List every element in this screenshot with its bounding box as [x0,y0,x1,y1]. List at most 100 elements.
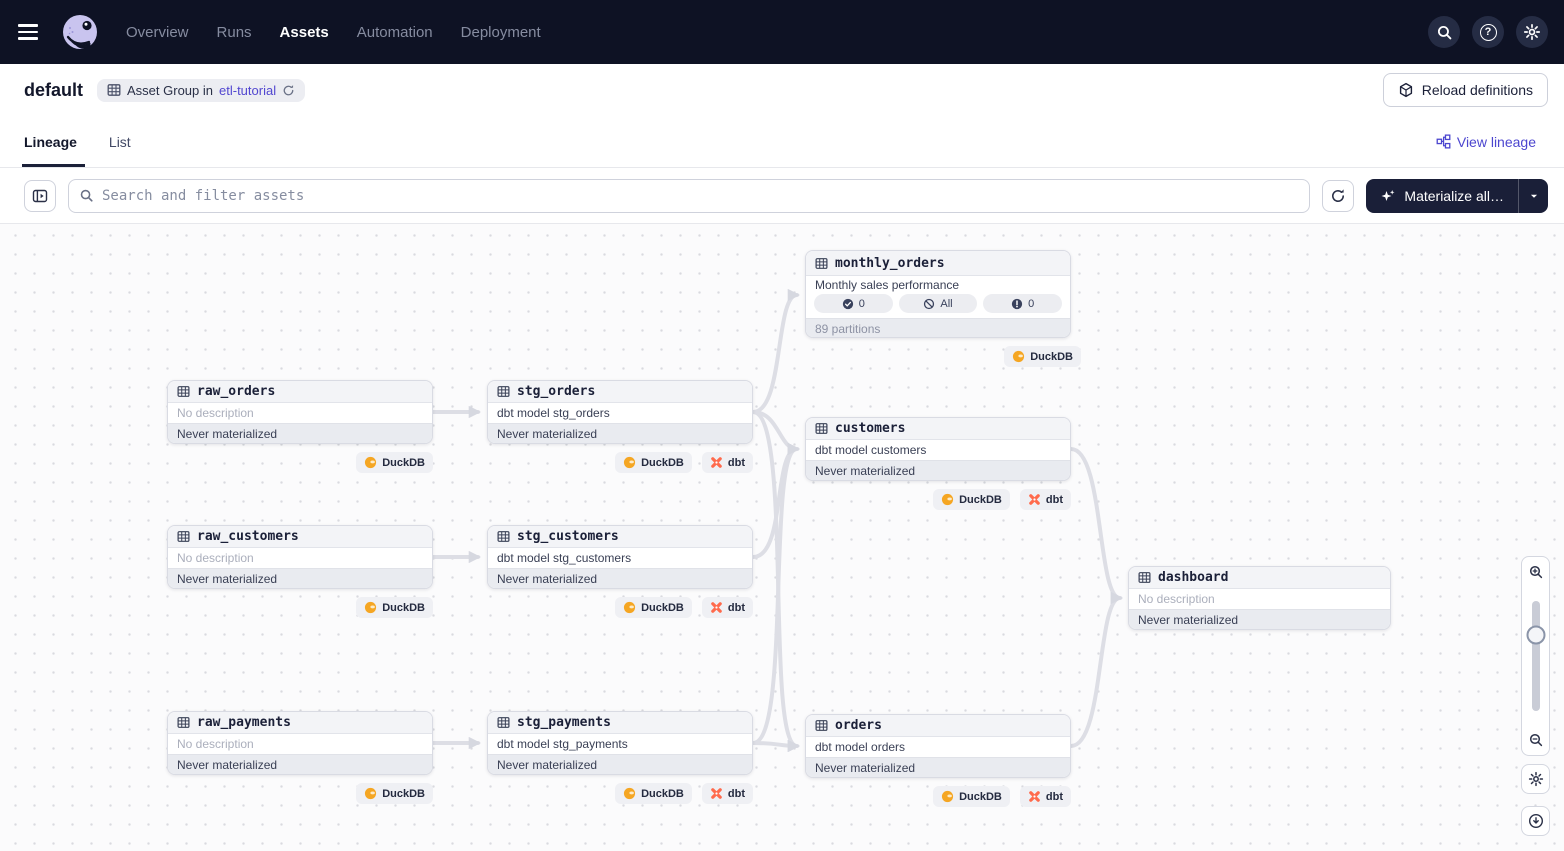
asset-node-stg-payments[interactable]: stg_payments dbt model stg_payments Neve… [487,711,753,775]
duckdb-icon [364,456,377,469]
view-lineage-link[interactable]: View lineage [1436,134,1536,150]
asset-node-monthly-orders[interactable]: monthly_orders Monthly sales performance… [805,250,1071,338]
table-icon [177,385,190,398]
lineage-graph-canvas[interactable]: monthly_orders Monthly sales performance… [0,224,1564,851]
kind-tag-duckdb[interactable]: DuckDB [933,786,1010,807]
asset-title: customers [835,421,906,436]
search-icon [79,188,94,203]
kind-tag-dbt[interactable]: dbt [1019,489,1071,510]
table-icon [1138,571,1151,584]
asset-description: No description [177,406,254,420]
nav-item-deployment[interactable]: Deployment [460,23,541,41]
table-icon [815,719,828,732]
asset-title: orders [835,718,882,733]
table-icon [497,716,510,729]
exclaim-circle-icon [1011,298,1023,310]
kind-tag-duckdb[interactable]: DuckDB [933,489,1010,510]
duckdb-icon [364,787,377,800]
kind-tag-dbt[interactable]: dbt [1019,786,1071,807]
asset-node-raw-payments[interactable]: raw_payments No description Never materi… [167,711,433,775]
kind-tag-duckdb[interactable]: DuckDB [615,597,692,618]
graph-toolbar: Materialize all… [0,168,1564,224]
kind-tag-duckdb[interactable]: DuckDB [356,783,433,804]
materialized-count-pill[interactable]: 0 [814,294,893,313]
nav-item-automation[interactable]: Automation [356,23,433,41]
kind-tag-dbt[interactable]: dbt [701,452,753,473]
dbt-icon [710,787,723,800]
zoom-in-icon[interactable] [1522,557,1549,587]
dbt-icon [710,456,723,469]
duckdb-icon [623,601,636,614]
tabs-row: Lineage List View lineage [0,116,1564,168]
asset-node-orders[interactable]: orders dbt model orders Never materializ… [805,714,1071,778]
materialize-all-main[interactable]: Materialize all… [1366,179,1518,213]
materialize-dropdown-caret[interactable] [1518,178,1548,213]
duckdb-icon [364,601,377,614]
settings-gear-icon[interactable] [1516,16,1548,48]
kind-tag-duckdb[interactable]: DuckDB [615,783,692,804]
asset-title: raw_customers [197,529,299,544]
nav-item-assets[interactable]: Assets [279,23,329,41]
kind-tag-duckdb[interactable]: DuckDB [1004,346,1081,367]
badge-refresh-icon[interactable] [282,84,295,97]
kind-tag-duckdb[interactable]: DuckDB [615,452,692,473]
zoom-slider-handle[interactable] [1526,625,1545,645]
kind-tag-dbt[interactable]: dbt [701,783,753,804]
asset-node-raw-orders[interactable]: raw_orders No description Never material… [167,380,433,444]
nav-item-overview[interactable]: Overview [126,23,189,41]
table-icon [497,530,510,543]
asset-description: dbt model stg_payments [497,737,628,751]
asset-title: monthly_orders [835,255,945,271]
asset-description: No description [177,737,254,751]
search-icon[interactable] [1428,16,1460,48]
failed-partitions-pill[interactable]: 0 [983,294,1063,313]
asset-node-stg-customers[interactable]: stg_customers dbt model stg_customers Ne… [487,525,753,589]
kind-tag-duckdb[interactable]: DuckDB [356,597,433,618]
refresh-assets-button[interactable] [1322,179,1355,212]
slash-circle-icon [923,298,935,310]
code-location-link[interactable]: etl-tutorial [219,82,277,98]
tab-list[interactable]: List [108,133,131,150]
open-sidebar-panel-button[interactable] [24,179,56,212]
download-graph-icon[interactable] [1521,806,1550,836]
asset-title: stg_customers [517,529,619,544]
duckdb-icon [941,493,954,506]
asset-node-stg-orders[interactable]: stg_orders dbt model stg_orders Never ma… [487,380,753,444]
asset-status: Never materialized [806,757,1070,777]
graph-settings-gear-icon[interactable] [1521,764,1550,794]
zoom-out-icon[interactable] [1522,725,1549,755]
zoom-slider[interactable] [1522,587,1549,725]
asset-description: Monthly sales performance [815,277,960,292]
asset-status: Never materialized [488,568,752,588]
asset-title: raw_payments [197,715,291,730]
table-icon [497,385,510,398]
table-icon [177,530,190,543]
top-nav: Overview Runs Assets Automation Deployme… [0,0,1564,64]
dagster-logo-icon[interactable] [60,12,100,52]
asset-search-bar [68,178,1311,213]
asset-node-raw-customers[interactable]: raw_customers No description Never mater… [167,525,433,589]
sparkle-icon [1380,188,1396,204]
lineage-graph-icon [1436,134,1451,149]
asset-group-icon [107,83,121,97]
nav-item-runs[interactable]: Runs [216,23,252,41]
asset-node-dashboard[interactable]: dashboard No description Never materiali… [1128,566,1391,630]
asset-status: Never materialized [168,568,432,588]
asset-description: No description [177,551,254,565]
missing-partitions-pill[interactable]: All [898,294,978,313]
menu-icon[interactable] [16,14,52,50]
kind-tag-dbt[interactable]: dbt [701,597,753,618]
asset-status: Never materialized [488,423,752,443]
page-header: default Asset Group in etl-tutorial Relo… [0,64,1564,116]
help-icon[interactable]: ? [1472,16,1504,48]
tab-lineage[interactable]: Lineage [22,116,85,167]
search-input[interactable] [102,187,1300,204]
nav-items: Overview Runs Assets Automation Deployme… [126,24,541,41]
duckdb-icon [1012,350,1025,363]
kind-tag-duckdb[interactable]: DuckDB [356,452,433,473]
asset-group-badge-text: Asset Group in [127,82,214,98]
asset-node-customers[interactable]: customers dbt model customers Never mate… [805,417,1071,481]
asset-status: Never materialized [806,460,1070,480]
check-circle-icon [842,298,854,310]
reload-definitions-button[interactable]: Reload definitions [1382,73,1548,107]
